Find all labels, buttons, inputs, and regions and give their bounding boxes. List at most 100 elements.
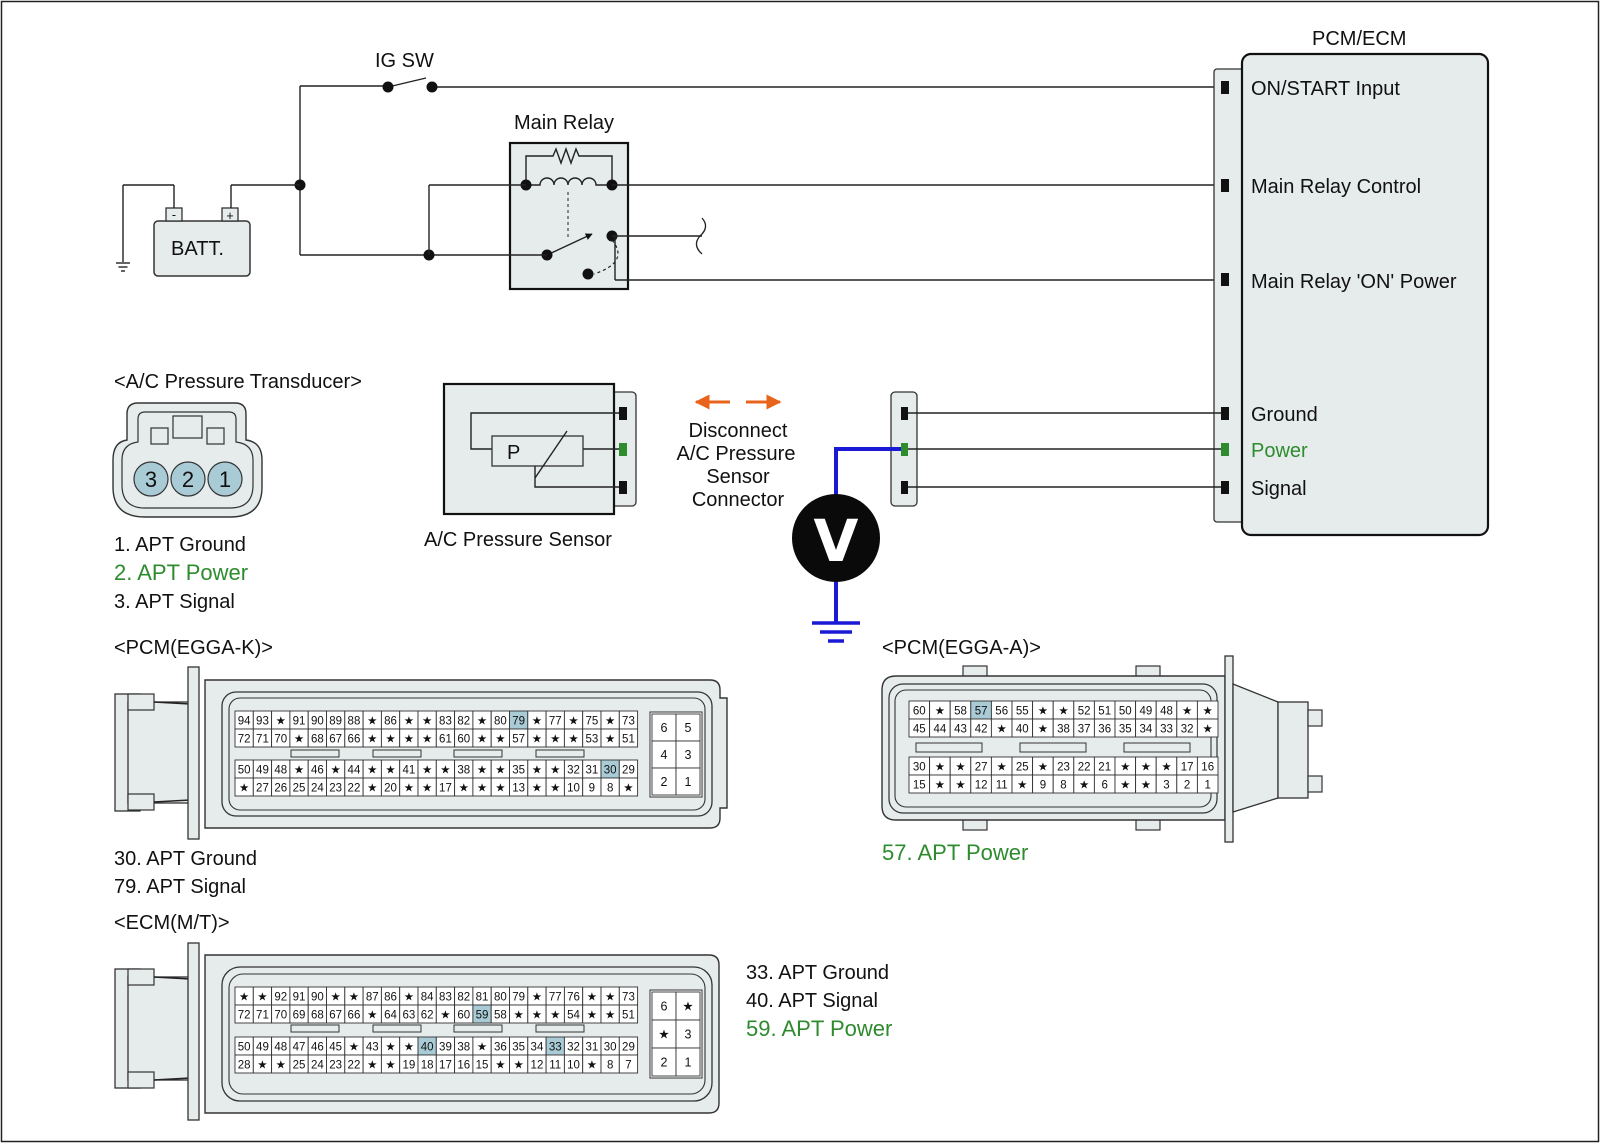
pcm-pin-power: Power [1251,440,1308,462]
pin-number: ★ [1038,762,1048,774]
pin-number: ★ [1079,780,1089,792]
side-pin-cell [651,1047,677,1077]
pin-number: 66 [348,734,361,746]
pin-number: 49 [256,1042,269,1054]
pin-number: 79 [512,716,525,728]
pin-number: ★ [257,1060,267,1072]
side-pin-number: 1 [685,775,692,789]
pin-number: ★ [404,783,414,795]
pin-number: ★ [385,734,395,746]
side-pin-number: 6 [661,1000,668,1014]
pin-number: 25 [1016,762,1029,774]
disconnect-line-4: Connector [692,489,785,511]
pin-number: ★ [367,765,377,777]
pin-number: 20 [384,783,397,795]
pin-number: 38 [457,765,470,777]
pin-number: ★ [513,1010,523,1022]
pin-number: ★ [1120,780,1130,792]
pin-number: 80 [494,716,507,728]
pin-number: 64 [384,1010,397,1022]
transducer-pin-2: 2 [182,467,194,492]
side-pin-cell [675,991,701,1021]
pin-number: 89 [329,716,342,728]
pin-number: 41 [402,765,415,777]
pin-number: ★ [459,783,469,795]
pin-number: 82 [457,992,470,1004]
pin-number: ★ [422,716,432,728]
pin-number: 67 [329,1010,342,1022]
pin-number: 59 [476,1010,489,1022]
pin-number: 27 [975,762,988,774]
pin-number: ★ [532,765,542,777]
ecm-mt-legend-3: 59. APT Power [746,1016,892,1041]
pin-number: ★ [276,716,286,728]
voltmeter: V [792,447,901,643]
pin-number: 50 [238,765,251,777]
pin-number: 72 [238,734,251,746]
pin-number: 15 [913,780,926,792]
disconnect-line-2: A/C Pressure [677,443,796,465]
pin-number: ★ [532,992,542,1004]
pin-number: 52 [1078,706,1091,718]
pin-number: 44 [934,724,947,736]
pin-number: ★ [1203,706,1213,718]
pin-number: ★ [1141,780,1151,792]
pin-number: ★ [330,992,340,1004]
pin-number: 87 [366,992,379,1004]
pin-number: 57 [975,706,988,718]
side-pin-number: 2 [661,1056,668,1070]
pin-number: 44 [348,765,361,777]
pin-number: ★ [495,765,505,777]
relay-coil [526,177,612,186]
pin-number: ★ [605,734,615,746]
ac-pressure-transducer: <A/C Pressure Transducer> 3 2 1 1. APT G… [112,371,362,613]
pin-number: 35 [512,765,525,777]
pin-number: 33 [1160,724,1173,736]
pin-number: 76 [567,992,580,1004]
pin-number: 32 [1181,724,1194,736]
pin-number: 54 [567,1010,580,1022]
pin-number: ★ [422,765,432,777]
disconnect-line-3: Sensor [706,466,770,488]
pin-number: ★ [422,783,432,795]
pin-number: 90 [311,992,324,1004]
ig-switch-contact-right [426,81,438,93]
pin-number: ★ [239,992,249,1004]
pin-number: 29 [622,765,635,777]
pin-number: 68 [311,734,324,746]
pin-number: ★ [239,783,249,795]
battery: - + BATT. [153,207,251,277]
pin-number: 7 [625,1060,631,1072]
pin-number: 93 [256,716,269,728]
pin-number: 21 [1098,762,1111,774]
side-pin-number: 4 [661,748,668,762]
pin-number: 77 [549,992,562,1004]
pin-number: 36 [494,1042,507,1054]
pin-number: 71 [256,734,269,746]
pin-number: ★ [550,734,560,746]
sensor-p-label: P [507,442,520,464]
voltmeter-ground-icon [812,621,860,643]
pin-number: 26 [274,783,287,795]
pin-number: 46 [311,765,324,777]
ecm-mt-legend-2: 40. APT Signal [746,990,878,1012]
pin-number: 15 [476,1060,489,1072]
pin-number: 79 [512,992,525,1004]
pin-number: 11 [996,780,1008,792]
pin-number: 8 [607,1060,613,1072]
pin-number: 61 [439,734,452,746]
pin-number: 90 [311,716,324,728]
pin-number: 77 [549,716,562,728]
pcm-pin-main-relay-control: Main Relay Control [1251,176,1421,198]
pin-number: ★ [404,734,414,746]
pin-number: 56 [995,706,1008,718]
pin-number: 50 [1119,706,1132,718]
pin-number: ★ [440,1010,450,1022]
pin-number: 35 [512,1042,525,1054]
pin-number: 22 [348,783,361,795]
pin-number: 51 [1098,706,1111,718]
pin-number: ★ [385,765,395,777]
pin-number: ★ [477,1042,487,1054]
